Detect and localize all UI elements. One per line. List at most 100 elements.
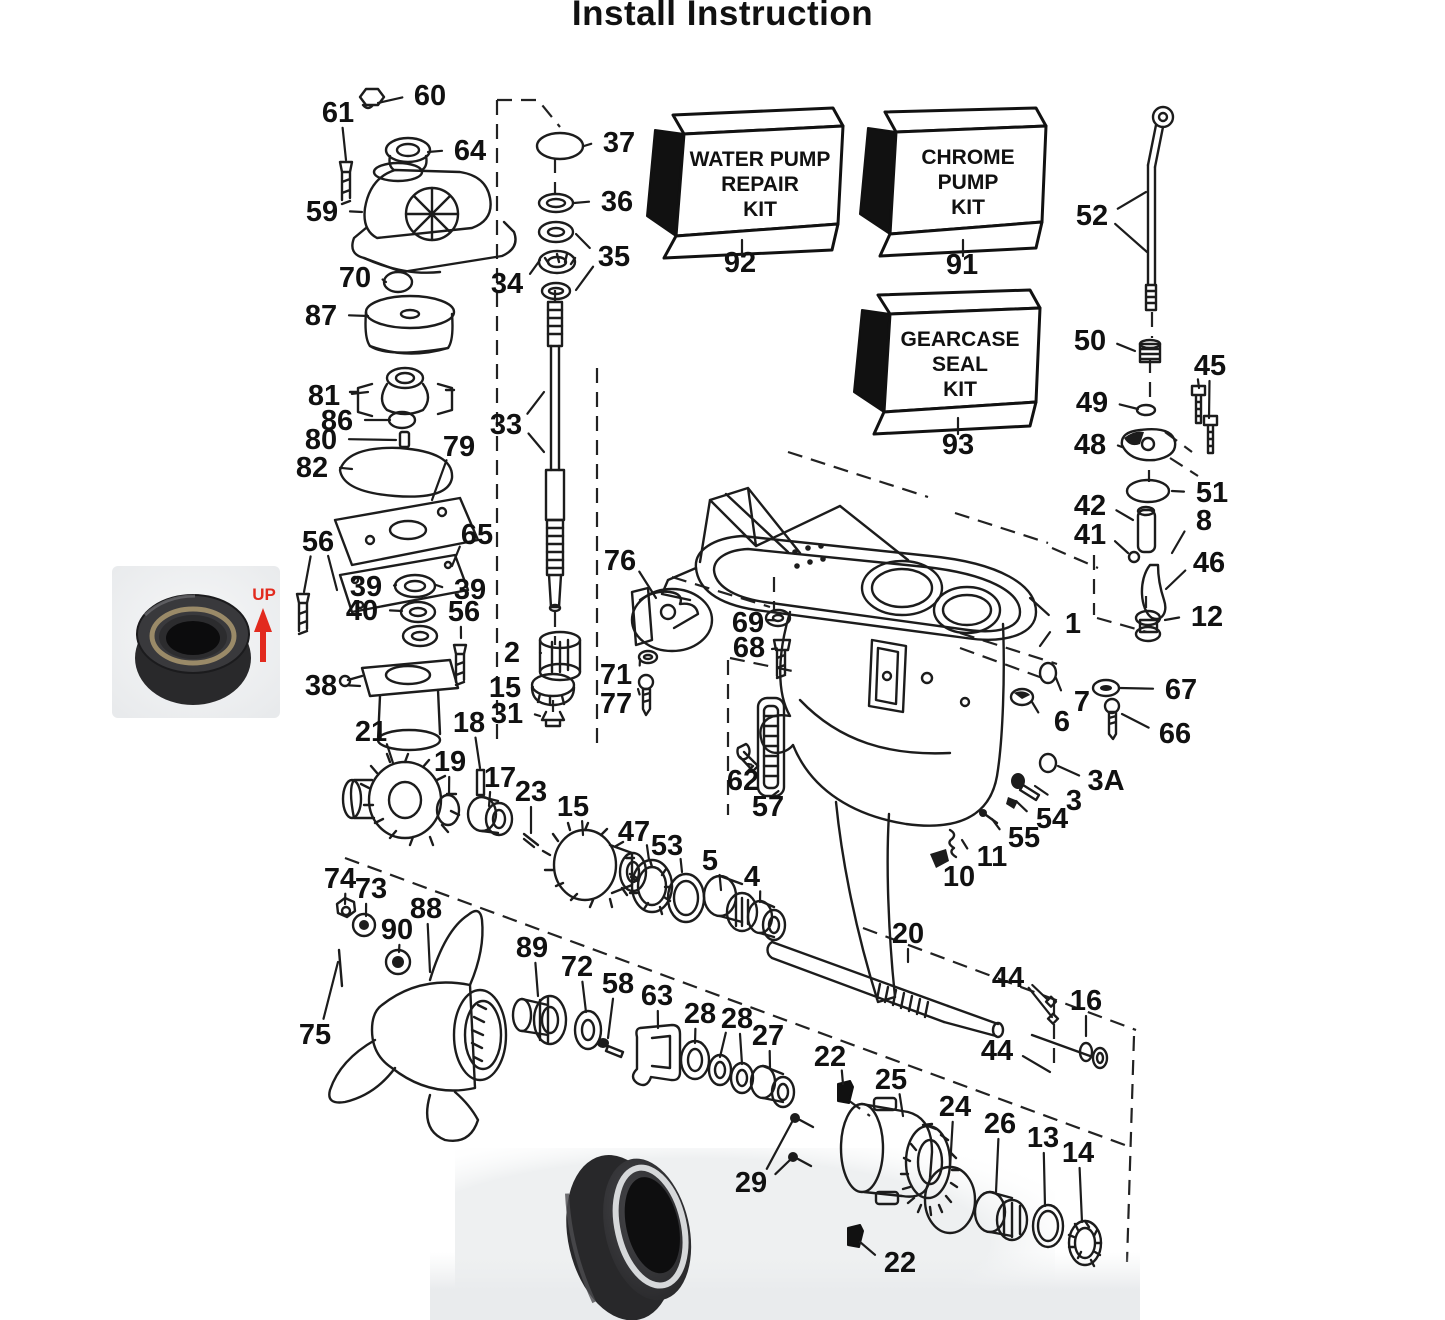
driveshaft-seal-photo: [112, 566, 280, 718]
part-label-29: 29: [735, 1167, 767, 1199]
part-label-26: 26: [984, 1108, 1016, 1140]
leader-line-66: [1120, 712, 1150, 729]
part-label-55: 55: [1008, 822, 1040, 854]
part-label-75: 75: [299, 1019, 331, 1051]
leader-line-40: [388, 609, 404, 613]
leader-line-88: [426, 922, 432, 974]
part-label-20: 20: [892, 918, 924, 950]
leader-line-44: [1031, 983, 1050, 1002]
leader-line-70: [381, 278, 388, 284]
kit-box-chrome-pump: CHROME PUMP KIT 91: [859, 106, 1048, 281]
leader-line-22: [840, 1069, 845, 1086]
leader-line-52: [1116, 190, 1148, 210]
part-label-39: 39: [350, 571, 382, 603]
leader-line-79: [430, 459, 448, 502]
leader-line-76: [638, 570, 658, 600]
leader-line-46: [1164, 569, 1187, 591]
part-label-74: 74: [324, 863, 356, 895]
leader-line-68: [770, 647, 779, 651]
leader-line-14: [1078, 1166, 1084, 1224]
part-label-71: 71: [600, 659, 632, 691]
part-label-60: 60: [414, 80, 446, 112]
part-label-76: 76: [604, 545, 636, 577]
leader-line-25: [898, 1093, 905, 1118]
leader-line-51: [1170, 489, 1186, 493]
kit-label-line: SEAL: [932, 353, 988, 376]
part-label-28: 28: [684, 998, 716, 1030]
kit-number: 91: [946, 249, 978, 281]
part-label-22: 22: [814, 1041, 846, 1073]
kit-label-line: CHROME: [921, 146, 1014, 169]
part-label-49: 49: [1076, 387, 1108, 419]
gear-train-parts: [341, 752, 787, 942]
leader-line-12: [1163, 616, 1181, 622]
part-label-64: 64: [454, 135, 486, 167]
leader-line-33: [526, 390, 546, 415]
part-label-67: 67: [1165, 674, 1197, 706]
leader-line-62: [746, 762, 753, 766]
leader-line-39: [434, 583, 444, 589]
up-arrow: [254, 608, 272, 662]
leader-line-38: [347, 684, 362, 688]
leader-line-15: [580, 819, 585, 837]
leader-line-5: [718, 873, 723, 892]
part-label-68: 68: [733, 632, 765, 664]
leader-line-44: [1027, 986, 1054, 1019]
kit-label-line: KIT: [943, 378, 977, 401]
leader-line-49: [1118, 403, 1140, 411]
part-label-33: 33: [490, 409, 522, 441]
part-label-59: 59: [306, 196, 338, 228]
part-label-45: 45: [1194, 350, 1226, 382]
part-label-40: 40: [346, 595, 378, 627]
anode-parts: [630, 586, 792, 798]
leader-line-47: [645, 844, 651, 862]
part-label-77: 77: [600, 688, 632, 720]
leader-line-80: [347, 438, 398, 442]
leader-line-75: [322, 960, 340, 1020]
leader-line-1: [1028, 596, 1050, 617]
part-label-18: 18: [453, 707, 485, 739]
leader-line-53: [679, 857, 684, 874]
part-label-28: 28: [721, 1003, 753, 1035]
leader-line-60: [376, 96, 404, 105]
leader-line-7: [1054, 676, 1063, 692]
gearcase-housing: [660, 486, 1038, 1004]
part-label-52: 52: [1076, 200, 1108, 232]
part-label-35: 35: [598, 241, 630, 273]
part-label-5: 5: [702, 845, 718, 877]
leader-line-59: [348, 210, 364, 214]
leader-line-50: [1116, 342, 1137, 353]
part-label-69: 69: [732, 607, 764, 639]
leader-line-18: [474, 736, 482, 770]
propshaft-seal-photo: [430, 1148, 1140, 1320]
leader-line-37: [582, 142, 593, 148]
part-label-34: 34: [491, 268, 523, 300]
leader-line-56: [302, 555, 312, 594]
leader-line-28: [718, 1031, 727, 1059]
part-label-3: 3: [1066, 785, 1082, 817]
part-label-2: 2: [504, 637, 520, 669]
part-label-37: 37: [603, 127, 635, 159]
part-label-8: 8: [1196, 505, 1212, 537]
leader-line-39: [392, 583, 398, 587]
up-label: UP: [252, 585, 276, 604]
part-label-56: 56: [448, 596, 480, 628]
part-label-72: 72: [561, 951, 593, 983]
part-label-19: 19: [434, 746, 466, 778]
part-label-50: 50: [1074, 325, 1106, 357]
leader-line-13: [1042, 1151, 1047, 1208]
leader-line-61: [341, 126, 348, 162]
part-label-6: 6: [1054, 706, 1070, 738]
leader-line-8: [1170, 530, 1186, 555]
leader-line-67: [1118, 686, 1155, 690]
leader-line-1: [1038, 630, 1052, 648]
leader-line-81: [350, 390, 370, 395]
part-label-4: 4: [744, 861, 760, 893]
part-label-81: 81: [308, 380, 340, 412]
leader-line-65: [450, 545, 461, 568]
shift-rod-parts: [1120, 105, 1219, 643]
leader-line-24: [948, 1120, 954, 1170]
kit-box-gearcase-seal: GEARCASE SEAL KIT 93: [853, 288, 1042, 461]
leader-line-72: [581, 980, 588, 1014]
